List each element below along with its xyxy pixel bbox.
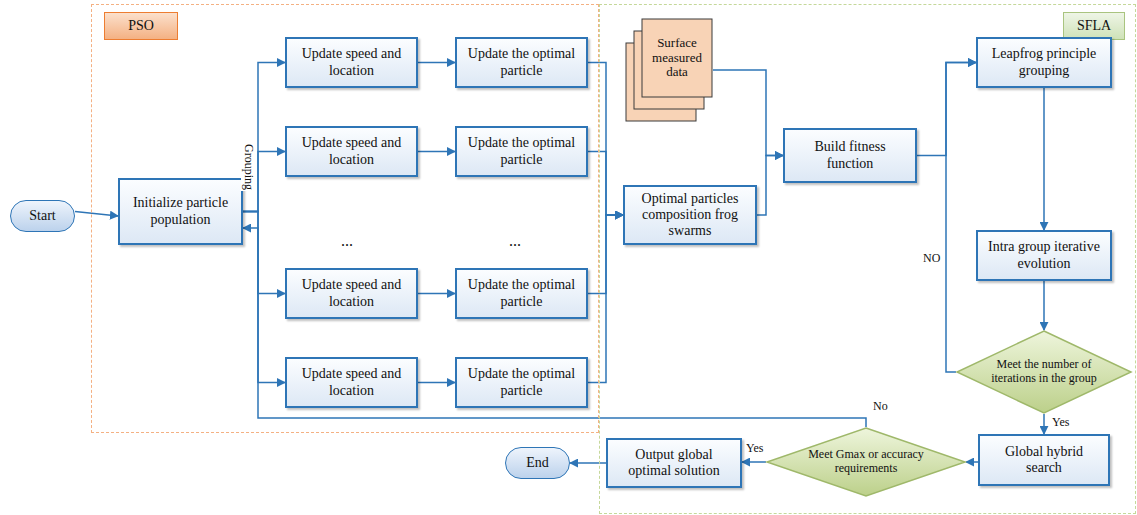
flow-arrow <box>243 212 285 383</box>
flow-arrow <box>946 63 976 373</box>
region-title: SFLA <box>1077 18 1111 34</box>
process-box: Update the optimal particle <box>455 126 588 177</box>
process-box: Update speed and location <box>285 357 418 408</box>
node-text: Intra group iterative evolution <box>984 239 1104 271</box>
node-text: Start <box>29 208 55 224</box>
node-text: Global hybrid search <box>986 444 1102 476</box>
edge-label: No <box>872 400 889 414</box>
pso-region: PSOInitialize particle populationUpdate … <box>92 5 598 432</box>
flow-arrow <box>418 382 455 384</box>
ellipsis-mark: ... <box>340 232 354 250</box>
node-text: Update speed and location <box>293 46 410 78</box>
node-text: Update the optimal particle <box>463 135 580 167</box>
flow-arrow <box>243 63 285 212</box>
flow-arrow <box>243 228 866 427</box>
process-box: Intra group iterative evolution <box>976 230 1112 281</box>
flow-arrow <box>713 70 783 156</box>
node-text: Build fitness function <box>791 139 909 171</box>
node-text: Update the optimal particle <box>463 366 580 398</box>
diamond-outline <box>957 331 1131 413</box>
process-box: Build fitness function <box>783 128 917 183</box>
flow-arrow <box>1043 88 1045 230</box>
node-text: End <box>526 455 549 471</box>
flow-arrow <box>570 462 606 464</box>
diamond-outline <box>767 428 965 496</box>
node-text: Meet Gmax or accuracy requirements <box>800 448 932 476</box>
terminal-pill: Start <box>10 200 75 232</box>
sfla-region: SFLA Surface measured dataOptimal particl… <box>600 5 1135 513</box>
flow-arrow <box>243 152 285 212</box>
flow-arrow <box>757 156 783 216</box>
node-text: Leapfrog principle grouping <box>984 46 1104 78</box>
process-box: Optimal particles composition frog swarm… <box>623 185 757 245</box>
flow-arrow <box>1043 414 1045 434</box>
process-box: Initialize particle population <box>118 178 243 245</box>
flow-arrow <box>742 461 766 463</box>
flow-arrow <box>418 151 455 153</box>
flow-arrow <box>75 212 118 217</box>
node-text: Optimal particles composition frog swarm… <box>631 191 749 239</box>
edge-label: Yes <box>1051 416 1070 430</box>
flow-arrow <box>1043 281 1045 330</box>
decision-diamond: Meet Gmax or accuracy requirements <box>766 427 966 497</box>
node-text: Initialize particle population <box>126 195 235 227</box>
node-text: Meet the number of iterations in the gro… <box>986 358 1102 386</box>
flow-arrow <box>588 215 623 383</box>
node-text: Update the optimal particle <box>463 46 580 78</box>
process-box: Update the optimal particle <box>455 357 588 408</box>
data-stack: Surface measured data <box>625 18 713 122</box>
process-box: Global hybrid search <box>978 434 1110 486</box>
decision-diamond: Meet the number of iterations in the gro… <box>956 330 1132 414</box>
process-box: Update the optimal particle <box>455 37 588 88</box>
edge-label: Yes <box>745 442 764 456</box>
region-title: PSO <box>128 18 154 34</box>
process-box: Leapfrog principle grouping <box>976 37 1112 88</box>
node-text: Update speed and location <box>293 366 410 398</box>
flow-arrow <box>418 293 455 295</box>
region-tab: PSO <box>104 12 178 40</box>
node-text: Update speed and location <box>293 277 410 309</box>
node-text: Update speed and location <box>293 135 410 167</box>
flow-arrow <box>418 62 455 64</box>
flow-arrow <box>243 212 285 294</box>
process-box: Update speed and location <box>285 268 418 319</box>
process-box: Update speed and location <box>285 126 418 177</box>
process-box: Update speed and location <box>285 37 418 88</box>
group-label: Grouping <box>241 143 255 191</box>
ellipsis-mark: ... <box>508 232 522 250</box>
flow-arrow <box>588 63 623 216</box>
sheet <box>642 19 712 97</box>
node-text: Output global optimal solution <box>614 447 734 479</box>
flow-arrow <box>588 152 623 216</box>
process-box: Update the optimal particle <box>455 268 588 319</box>
terminal-pill: End <box>505 447 570 479</box>
region-tab: SFLA <box>1063 12 1125 40</box>
node-text: Update the optimal particle <box>463 277 580 309</box>
flow-arrow <box>966 461 978 463</box>
node-text: Surface measured data <box>642 19 712 97</box>
edge-label: NO <box>922 252 941 266</box>
process-box: Output global optimal solution <box>606 438 742 488</box>
